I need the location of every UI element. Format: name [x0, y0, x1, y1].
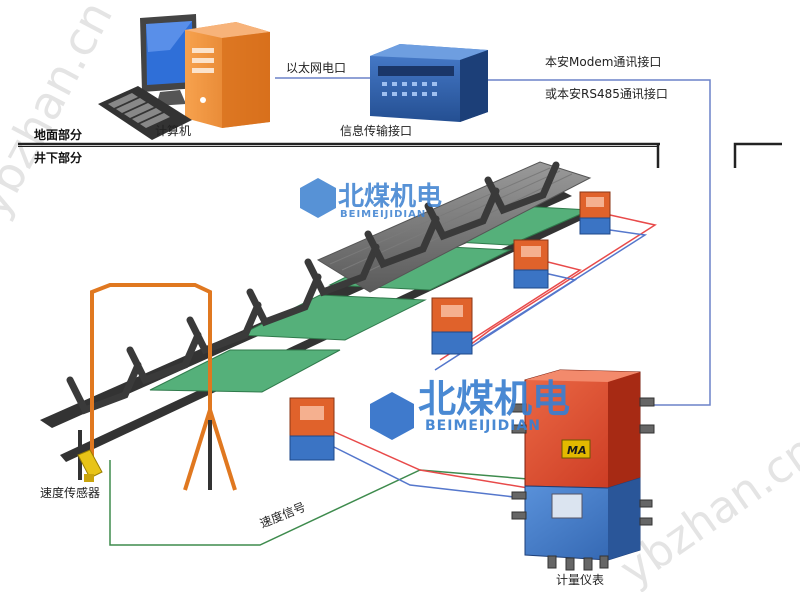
- surface-section-label: 地面部分: [34, 127, 82, 142]
- signal-red-2: [439, 259, 582, 361]
- signal-blue-2: [434, 271, 577, 371]
- brand-watermark-center: 北煤机电 BEIMEIJIDIAN: [370, 377, 570, 440]
- belt-conveyor: [40, 161, 592, 491]
- monitor-screen: [146, 21, 193, 85]
- info-interface-label: 信息传输接口: [340, 123, 412, 138]
- ma-badge: MA: [567, 444, 586, 457]
- signal-blue-3: [329, 444, 541, 501]
- load-cell-box-4: [579, 191, 611, 235]
- svg-text:北煤机电: 北煤机电: [338, 182, 442, 212]
- rs485-interface-label: 或本安RS485通讯接口: [545, 86, 668, 101]
- load-cell-box-1: [289, 397, 335, 461]
- watermark-url-left: ybzhan.cn: [0, 0, 123, 226]
- speed-sensor: [77, 449, 103, 482]
- svg-text:BEIMEIJIDIAN: BEIMEIJIDIAN: [340, 209, 426, 220]
- brand-watermark-top: 北煤机电 BEIMEIJIDIAN: [300, 178, 442, 220]
- meter-label: 计量仪表: [556, 573, 604, 587]
- svg-text:北煤机电: 北煤机电: [418, 377, 570, 421]
- speed-sensor-label: 速度传感器: [40, 485, 100, 500]
- load-cell-box-3: [513, 239, 549, 289]
- signal-red-3: [329, 429, 541, 491]
- info-transmission-box: [370, 44, 488, 122]
- underground-bracket-right: [733, 142, 782, 168]
- ethernet-port-label: 以太网电口: [286, 60, 346, 75]
- modem-interface-label: 本安Modem通讯接口: [545, 54, 661, 69]
- comm-line-to-meter: [488, 79, 711, 406]
- load-cell-box-2: [431, 297, 473, 355]
- speed-signal-line: [109, 460, 541, 546]
- svg-text:BEIMEIJIDIAN: BEIMEIJIDIAN: [425, 418, 541, 434]
- svg-text:ybzhan.cn: ybzhan.cn: [0, 0, 123, 226]
- computer-label: 计算机: [155, 123, 191, 138]
- signal-red-1: [469, 214, 657, 346]
- underground-section-label: 井下部分: [34, 150, 82, 165]
- metering-instrument: MA: [511, 369, 655, 571]
- computer: [98, 14, 270, 140]
